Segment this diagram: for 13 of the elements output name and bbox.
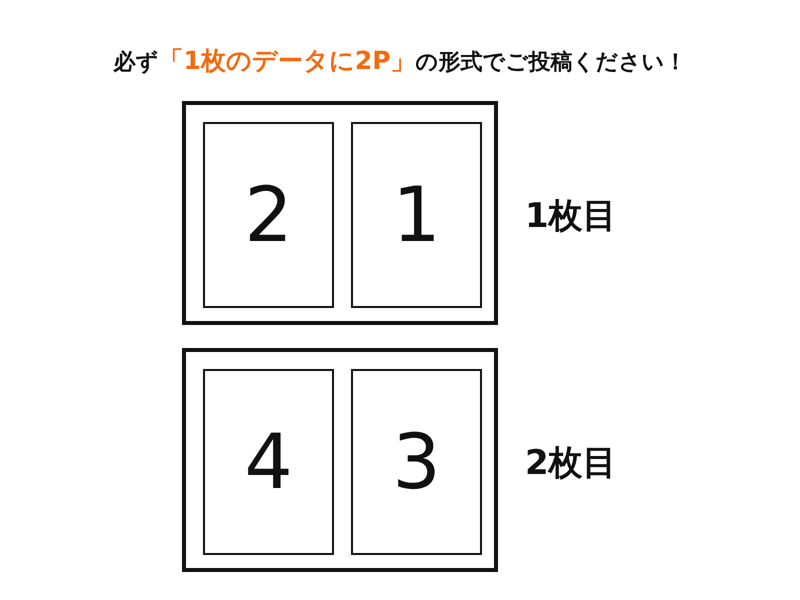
page-box (203, 369, 334, 555)
sheet-frame (182, 101, 498, 325)
sheet-label: 1枚目 (525, 195, 617, 238)
sheet-frame (182, 348, 498, 572)
page-box (351, 122, 482, 308)
page-number: 3 (392, 424, 441, 500)
page-number: 2 (244, 177, 293, 253)
sheet-label: 2枚目 (525, 442, 617, 485)
page-number: 4 (244, 424, 293, 500)
page-box (351, 369, 482, 555)
page-number: 1 (392, 177, 441, 253)
page-box (203, 122, 334, 308)
heading: 必ず「1枚のデータに2P」の形式でご投稿ください！ (112, 45, 688, 77)
